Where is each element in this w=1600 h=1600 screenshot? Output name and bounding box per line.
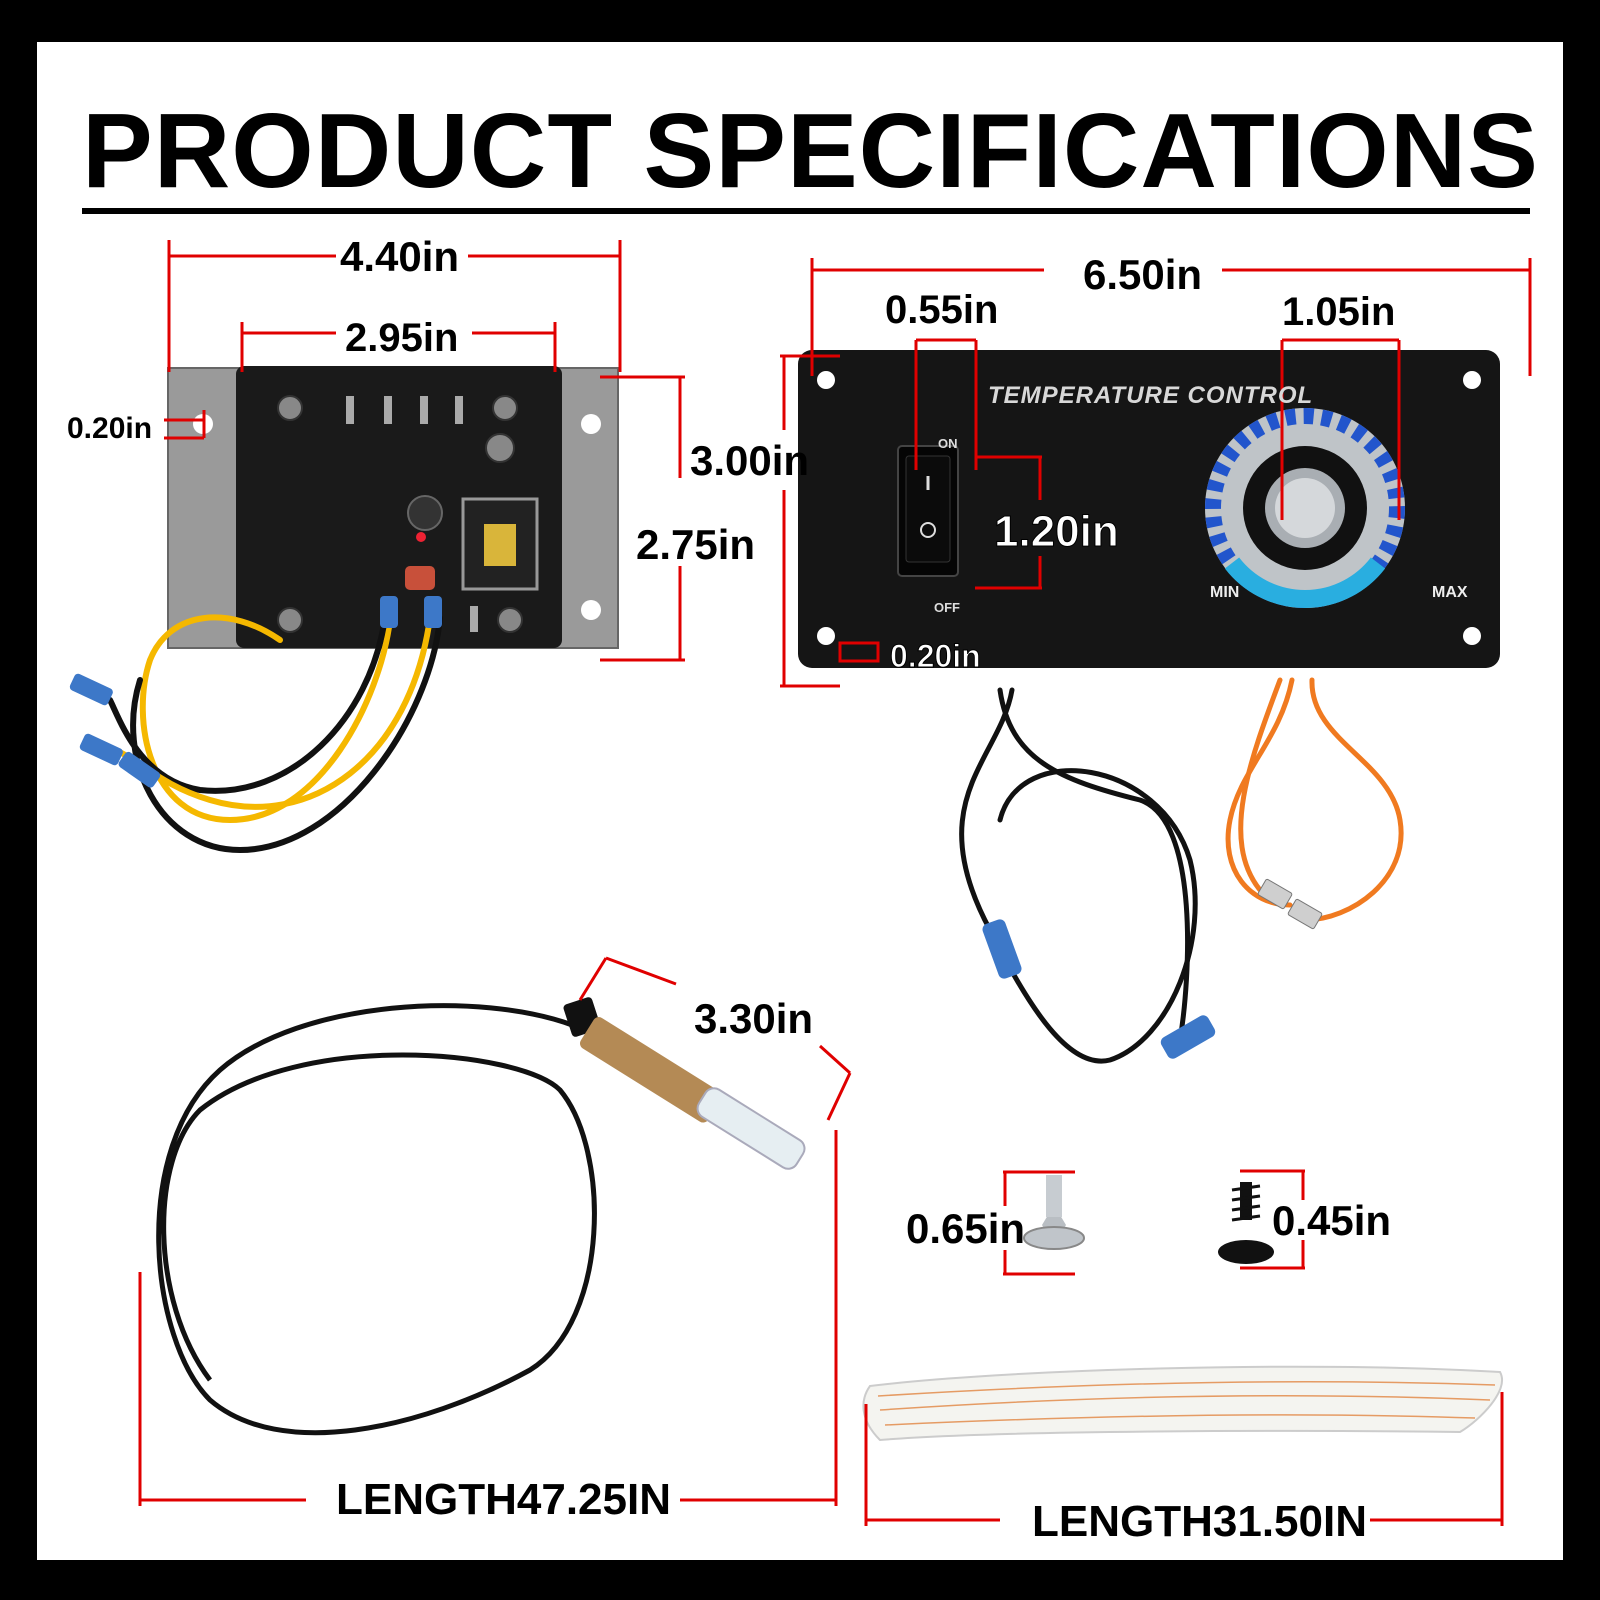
wood-screw-size-label: 0.45in <box>1272 1197 1392 1244</box>
transformer-core <box>484 524 516 566</box>
probe-tip-length-label: 3.30in <box>694 995 814 1042</box>
hex-screw-size-label: 0.65in <box>906 1205 1026 1252</box>
terminal-blades <box>346 396 478 632</box>
knob-width-label: 1.05in <box>1282 290 1396 334</box>
board-width-outer-label: 4.40in <box>340 233 460 280</box>
spade-connectors <box>69 596 442 788</box>
panel-title: TEMPERATURE CONTROL <box>988 382 1314 409</box>
board-wires <box>107 614 443 854</box>
mounting-hole <box>581 414 601 434</box>
board-width-inner-label: 2.95in <box>345 316 459 360</box>
panel-hole-offset-label: 0.20in <box>890 638 982 674</box>
terminal-screws <box>277 395 523 633</box>
probe-tip <box>696 1087 806 1170</box>
orange-terminals <box>1257 878 1323 930</box>
mounting-hole <box>581 600 601 620</box>
panel-hole <box>1463 627 1481 645</box>
probe-sleeve <box>580 1017 722 1123</box>
probe-cable <box>156 1003 597 1436</box>
switch-width-label: 0.55in <box>885 288 999 332</box>
page-title: PRODUCT SPECIFICATIONS <box>82 92 1539 210</box>
temperature-probe <box>156 997 806 1436</box>
controller-board <box>69 366 619 854</box>
panel-hole <box>817 627 835 645</box>
panel-width-label: 6.50in <box>1083 251 1203 298</box>
wood-screw <box>1218 1182 1274 1264</box>
capacitor <box>407 495 443 531</box>
board-height-label: 2.75in <box>636 521 756 568</box>
switch-height-label: 1.20in <box>994 507 1120 556</box>
board-hole-offset-label: 0.20in <box>67 412 153 445</box>
gasket-length-label: LENGTH31.50IN <box>1032 1497 1367 1546</box>
temperature-control-panel <box>798 350 1500 1064</box>
switch-on-label: ON <box>938 436 958 451</box>
knob-max-label: MAX <box>1432 584 1468 601</box>
led-indicator <box>416 532 426 542</box>
knob-dial <box>1205 408 1405 609</box>
panel-wires <box>959 677 1404 1064</box>
transformer <box>461 497 539 591</box>
panel-hole <box>1463 371 1481 389</box>
dimension-lines <box>138 240 1532 1526</box>
switch-off-label: OFF <box>934 600 960 615</box>
rocker-face <box>905 455 951 563</box>
resistor <box>405 566 435 590</box>
panel-hole <box>817 371 835 389</box>
probe-length-label: LENGTH47.25IN <box>336 1475 671 1524</box>
panel-connectors <box>982 919 1216 1059</box>
knob-min-label: MIN <box>1210 584 1240 601</box>
gasket-rope <box>862 1365 1503 1442</box>
panel-height-label: 3.00in <box>690 437 810 484</box>
hex-screw <box>1023 1175 1085 1250</box>
title-underline <box>82 208 1530 214</box>
